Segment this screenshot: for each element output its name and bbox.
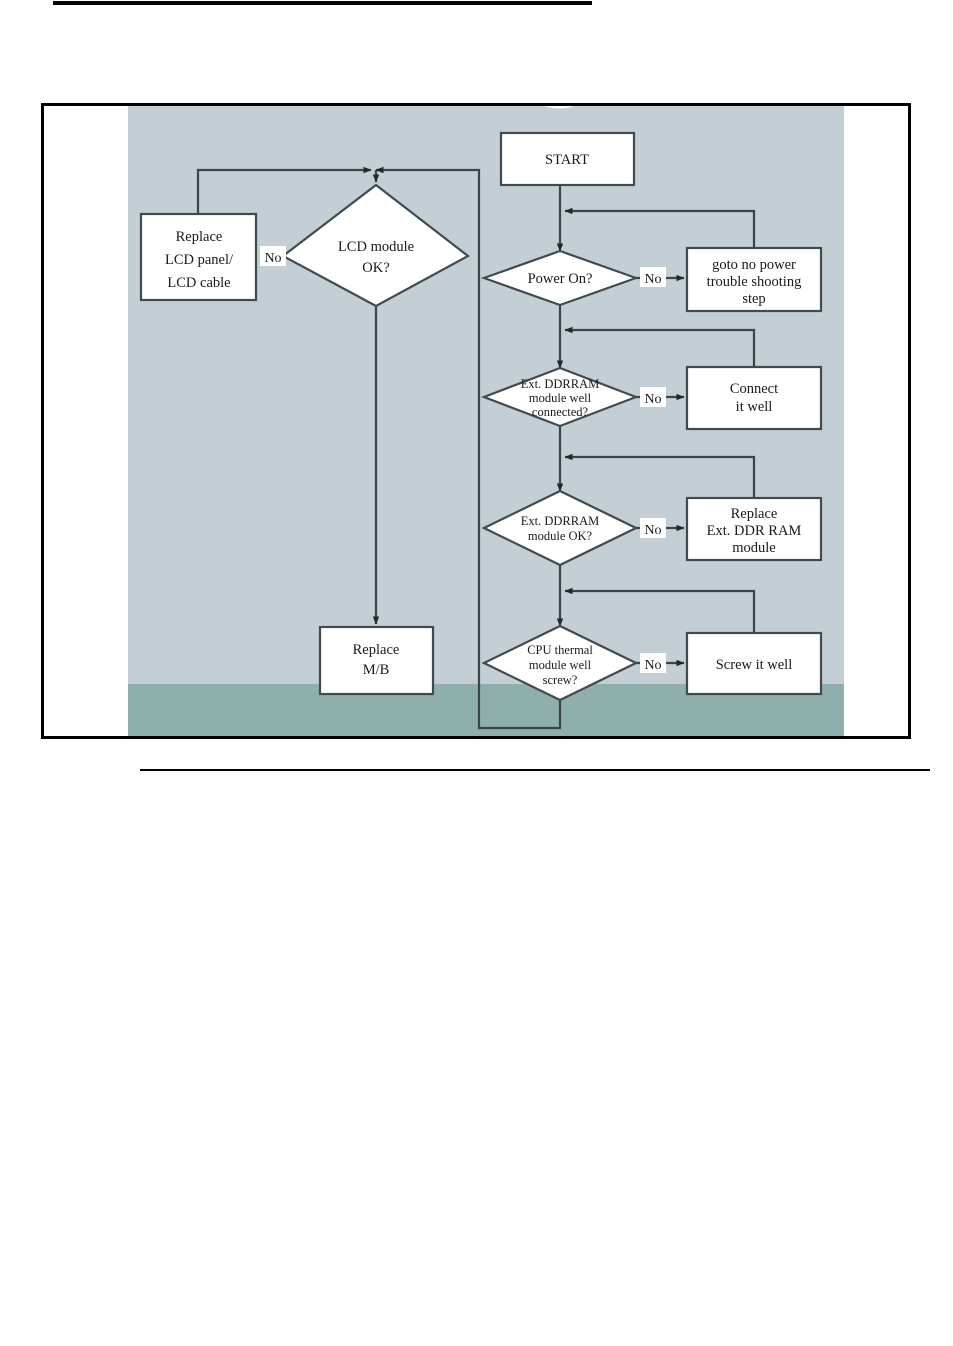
node-power-on-diamond xyxy=(480,249,640,307)
edge-replace-ddr-feedback xyxy=(564,453,756,498)
node-ddr-connected-diamond xyxy=(480,366,640,428)
node-power-on-label: Power On? xyxy=(528,271,593,287)
no-label-ddr-ok: No xyxy=(644,523,661,538)
node-start-box xyxy=(499,131,636,187)
node-screw-it-well-label: Screw it well xyxy=(716,657,793,673)
node-replace-mb[interactable]: Replace M/B xyxy=(318,625,435,696)
no-label-cpu-thermal: No xyxy=(644,658,661,673)
node-start-label: START xyxy=(545,152,589,168)
node-connect-it-well-box xyxy=(685,365,823,431)
node-ddr-module-ok-line2: module OK? xyxy=(528,529,593,543)
node-power-on[interactable]: Power On? xyxy=(480,249,640,307)
edge-cpu-thermal-to-lcd-ok xyxy=(375,166,562,730)
node-lcd-module-ok[interactable]: LCD module OK? xyxy=(280,183,471,308)
footer-rule xyxy=(140,769,930,771)
node-ddr-connected-line1: Ext. DDRRAM xyxy=(521,377,599,391)
no-label-lcd-ok-bg xyxy=(260,246,286,266)
node-replace-lcd-panel[interactable]: Replace LCD panel/ LCD cable xyxy=(139,212,258,302)
node-replace-mb-box xyxy=(318,625,435,696)
connector-layer xyxy=(196,166,756,730)
node-goto-no-power-line3: step xyxy=(742,291,765,307)
no-label-ddr-conn-bg xyxy=(640,387,666,407)
edge-screw-well-feedback xyxy=(564,587,756,633)
node-screw-it-well-box xyxy=(685,631,823,696)
node-connect-it-well-line2: it well xyxy=(736,399,773,415)
flowchart-diagram: START Power On? goto no power trouble sh… xyxy=(128,106,844,736)
node-replace-ddr-module-line2: Ext. DDR RAM xyxy=(707,523,802,539)
no-label-lcd-ok: No xyxy=(264,251,281,266)
no-label-power-on-bg xyxy=(640,267,666,287)
no-label-cpu-thermal-bg xyxy=(640,653,666,673)
header-rule xyxy=(53,1,592,5)
node-cpu-thermal-line3: screw? xyxy=(543,673,578,687)
node-replace-lcd-panel-box xyxy=(139,212,258,302)
edge-replace-lcd-feedback xyxy=(196,166,372,214)
node-replace-lcd-panel-line3: LCD cable xyxy=(167,275,230,291)
node-ddr-connected-line2: module well xyxy=(529,391,592,405)
node-replace-ddr-module-line3: module xyxy=(732,540,776,556)
no-label-ddr-conn: No xyxy=(644,392,661,407)
node-cpu-thermal[interactable]: CPU thermal module well screw? xyxy=(481,624,639,702)
edge-label-layer: No No No No No xyxy=(260,246,666,673)
node-lcd-module-ok-diamond xyxy=(280,183,471,308)
node-connect-it-well[interactable]: Connect it well xyxy=(685,365,823,431)
node-replace-ddr-module[interactable]: Replace Ext. DDR RAM module xyxy=(685,496,823,562)
node-lcd-module-ok-line2: OK? xyxy=(362,260,389,276)
node-goto-no-power[interactable]: goto no power trouble shooting step xyxy=(685,246,823,313)
node-cpu-thermal-line1: CPU thermal xyxy=(527,643,593,657)
node-replace-ddr-module-line1: Replace xyxy=(731,506,778,522)
node-replace-mb-line1: Replace xyxy=(353,642,400,658)
node-replace-lcd-panel-line1: Replace xyxy=(176,229,223,245)
edge-no-power-feedback xyxy=(564,207,756,248)
node-ddr-module-ok-diamond xyxy=(481,489,639,567)
node-replace-mb-line2: M/B xyxy=(363,662,390,678)
edge-connect-well-feedback xyxy=(564,326,756,367)
node-ddr-module-ok[interactable]: Ext. DDRRAM module OK? xyxy=(481,489,639,567)
node-ddr-connected-line3: connected? xyxy=(532,405,589,419)
node-goto-no-power-box xyxy=(685,246,823,313)
node-start[interactable]: START xyxy=(499,131,636,187)
node-lcd-module-ok-line1: LCD module xyxy=(338,239,414,255)
node-cpu-thermal-diamond xyxy=(481,624,639,702)
node-replace-ddr-module-box xyxy=(685,496,823,562)
node-replace-lcd-panel-line2: LCD panel/ xyxy=(165,252,234,268)
node-cpu-thermal-line2: module well xyxy=(529,658,592,672)
no-label-power-on: No xyxy=(644,272,661,287)
node-screw-it-well[interactable]: Screw it well xyxy=(685,631,823,696)
node-goto-no-power-line2: trouble shooting xyxy=(707,274,802,290)
node-ddr-module-ok-line1: Ext. DDRRAM xyxy=(521,514,599,528)
no-label-ddr-ok-bg xyxy=(640,518,666,538)
panel-top-notch xyxy=(544,106,574,109)
flowchart-figure-frame: START Power On? goto no power trouble sh… xyxy=(41,103,911,739)
node-ddr-connected[interactable]: Ext. DDRRAM module well connected? xyxy=(480,366,640,428)
node-goto-no-power-line1: goto no power xyxy=(712,257,796,273)
node-connect-it-well-line1: Connect xyxy=(730,381,778,397)
